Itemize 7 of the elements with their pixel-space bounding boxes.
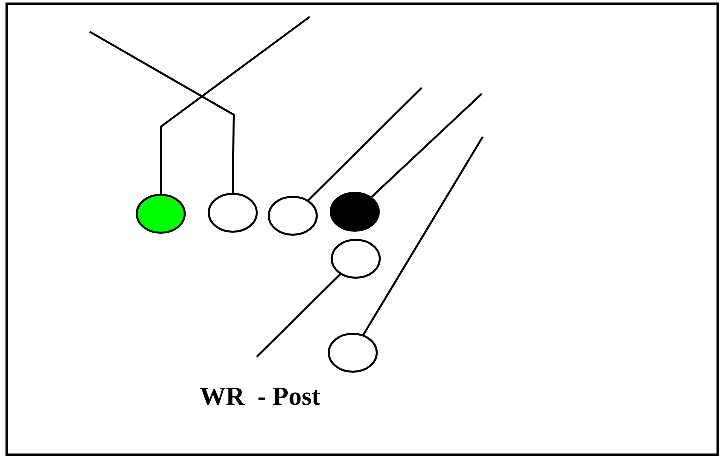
route-line (307, 87, 423, 202)
route-line (370, 93, 483, 199)
route-line (160, 16, 311, 195)
play-title: WR - Post (200, 382, 321, 412)
route-line (256, 273, 342, 358)
route-line (90, 31, 235, 194)
route-line (362, 136, 484, 337)
